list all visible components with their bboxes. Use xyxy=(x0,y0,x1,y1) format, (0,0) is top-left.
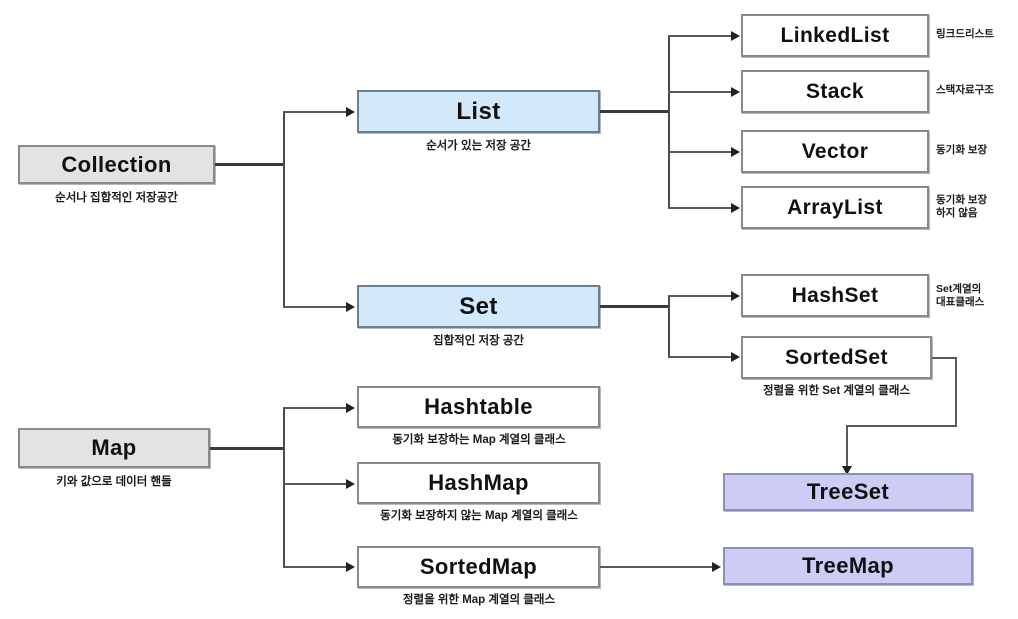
arrowhead-vector xyxy=(731,147,740,157)
connector-map-stem xyxy=(210,447,285,450)
caption-map: 키와 값으로 데이터 핸들 xyxy=(56,476,172,488)
connector-list-to-arraylist xyxy=(668,207,732,209)
connector-map-to-hashmap xyxy=(283,483,347,485)
node-list-label: List xyxy=(456,97,501,125)
node-map-label: Map xyxy=(91,435,137,460)
connector-sortedmap-to-treemap xyxy=(600,566,712,568)
note-linkedlist: 링크드리스트 xyxy=(936,28,994,40)
arrowhead-list xyxy=(346,107,355,117)
connector-list-trunk xyxy=(668,35,670,207)
arrowhead-sortedmap xyxy=(346,562,355,572)
node-collection[interactable]: Collection xyxy=(18,145,215,184)
connector-map-to-sortedmap xyxy=(283,566,347,568)
node-collection-label: Collection xyxy=(61,151,172,177)
node-map[interactable]: Map xyxy=(18,428,210,468)
caption-collection: 순서나 집합적인 저장공간 xyxy=(55,192,178,204)
node-hashmap[interactable]: HashMap xyxy=(357,462,600,504)
connector-map-trunk xyxy=(283,407,285,567)
node-linkedlist-label: LinkedList xyxy=(780,24,890,47)
connector-sortedset-to-treeset xyxy=(846,425,848,469)
note-vector: 동기화 보장 xyxy=(936,144,988,156)
node-vector-label: Vector xyxy=(801,140,869,163)
node-treemap[interactable]: TreeMap xyxy=(723,547,973,585)
arrowhead-stack xyxy=(731,87,740,97)
connector-list-to-linkedlist xyxy=(668,35,732,37)
node-hashset-label: HashSet xyxy=(791,284,879,307)
caption-sortedmap: 정렬을 위한 Map 계열의 클래스 xyxy=(402,594,556,606)
node-treeset-label: TreeSet xyxy=(806,479,890,504)
node-sortedmap[interactable]: SortedMap xyxy=(357,546,600,588)
node-stack[interactable]: Stack xyxy=(741,70,929,113)
node-hashset[interactable]: HashSet xyxy=(741,274,929,317)
node-arraylist[interactable]: ArrayList xyxy=(741,186,929,229)
connector-list-to-vector xyxy=(668,151,732,153)
node-hashmap-label: HashMap xyxy=(428,470,529,495)
connector-sortedset-exit xyxy=(932,357,957,359)
connector-set-stem xyxy=(600,305,670,308)
arrowhead-arraylist xyxy=(731,203,740,213)
connector-collection-trunk xyxy=(283,111,285,308)
arrowhead-hashset xyxy=(731,291,740,301)
connector-sortedset-down xyxy=(955,357,957,427)
node-sortedset-label: SortedSet xyxy=(785,346,888,369)
node-stack-label: Stack xyxy=(805,80,865,103)
connector-collection-to-set xyxy=(283,306,347,308)
connector-set-trunk xyxy=(668,295,670,358)
caption-set: 집합적인 저장 공간 xyxy=(432,335,525,347)
caption-hashmap: 동기화 보장하지 않는 Map 계열의 클래스 xyxy=(380,510,578,522)
connector-collection-stem xyxy=(215,163,285,166)
connector-set-to-hashset xyxy=(668,295,732,297)
node-arraylist-label: ArrayList xyxy=(787,196,883,219)
note-arraylist: 동기화 보장 하지 않음 xyxy=(936,194,988,219)
arrowhead-hashmap xyxy=(346,479,355,489)
node-treemap-label: TreeMap xyxy=(801,553,895,578)
node-sortedmap-label: SortedMap xyxy=(419,554,538,579)
node-set[interactable]: Set xyxy=(357,285,600,328)
arrowhead-set xyxy=(346,302,355,312)
arrowhead-hashtable xyxy=(346,403,355,413)
node-list[interactable]: List xyxy=(357,90,600,133)
arrowhead-treeset xyxy=(842,466,852,475)
node-linkedlist[interactable]: LinkedList xyxy=(741,14,929,57)
note-stack: 스택자료구조 xyxy=(936,84,994,96)
node-hashtable[interactable]: Hashtable xyxy=(357,386,600,428)
node-hashtable-label: Hashtable xyxy=(424,394,533,419)
connector-map-to-hashtable xyxy=(283,407,347,409)
connector-list-to-stack xyxy=(668,91,732,93)
arrowhead-sortedset xyxy=(731,352,740,362)
caption-list: 순서가 있는 저장 공간 xyxy=(426,140,531,152)
connector-sortedset-left xyxy=(846,425,957,427)
arrowhead-linkedlist xyxy=(731,31,740,41)
node-treeset[interactable]: TreeSet xyxy=(723,473,973,511)
node-set-label: Set xyxy=(459,292,498,320)
arrowhead-treemap xyxy=(712,562,721,572)
note-hashset: Set계열의 대표클래스 xyxy=(936,283,985,308)
connector-collection-to-list xyxy=(283,111,347,113)
connector-set-to-sortedset xyxy=(668,356,732,358)
connector-list-stem xyxy=(600,110,670,113)
caption-sortedset: 정렬을 위한 Set 계열의 클래스 xyxy=(762,385,911,397)
caption-hashtable: 동기화 보장하는 Map 계열의 클래스 xyxy=(392,434,566,446)
node-sortedset[interactable]: SortedSet xyxy=(741,336,932,379)
node-vector[interactable]: Vector xyxy=(741,130,929,173)
